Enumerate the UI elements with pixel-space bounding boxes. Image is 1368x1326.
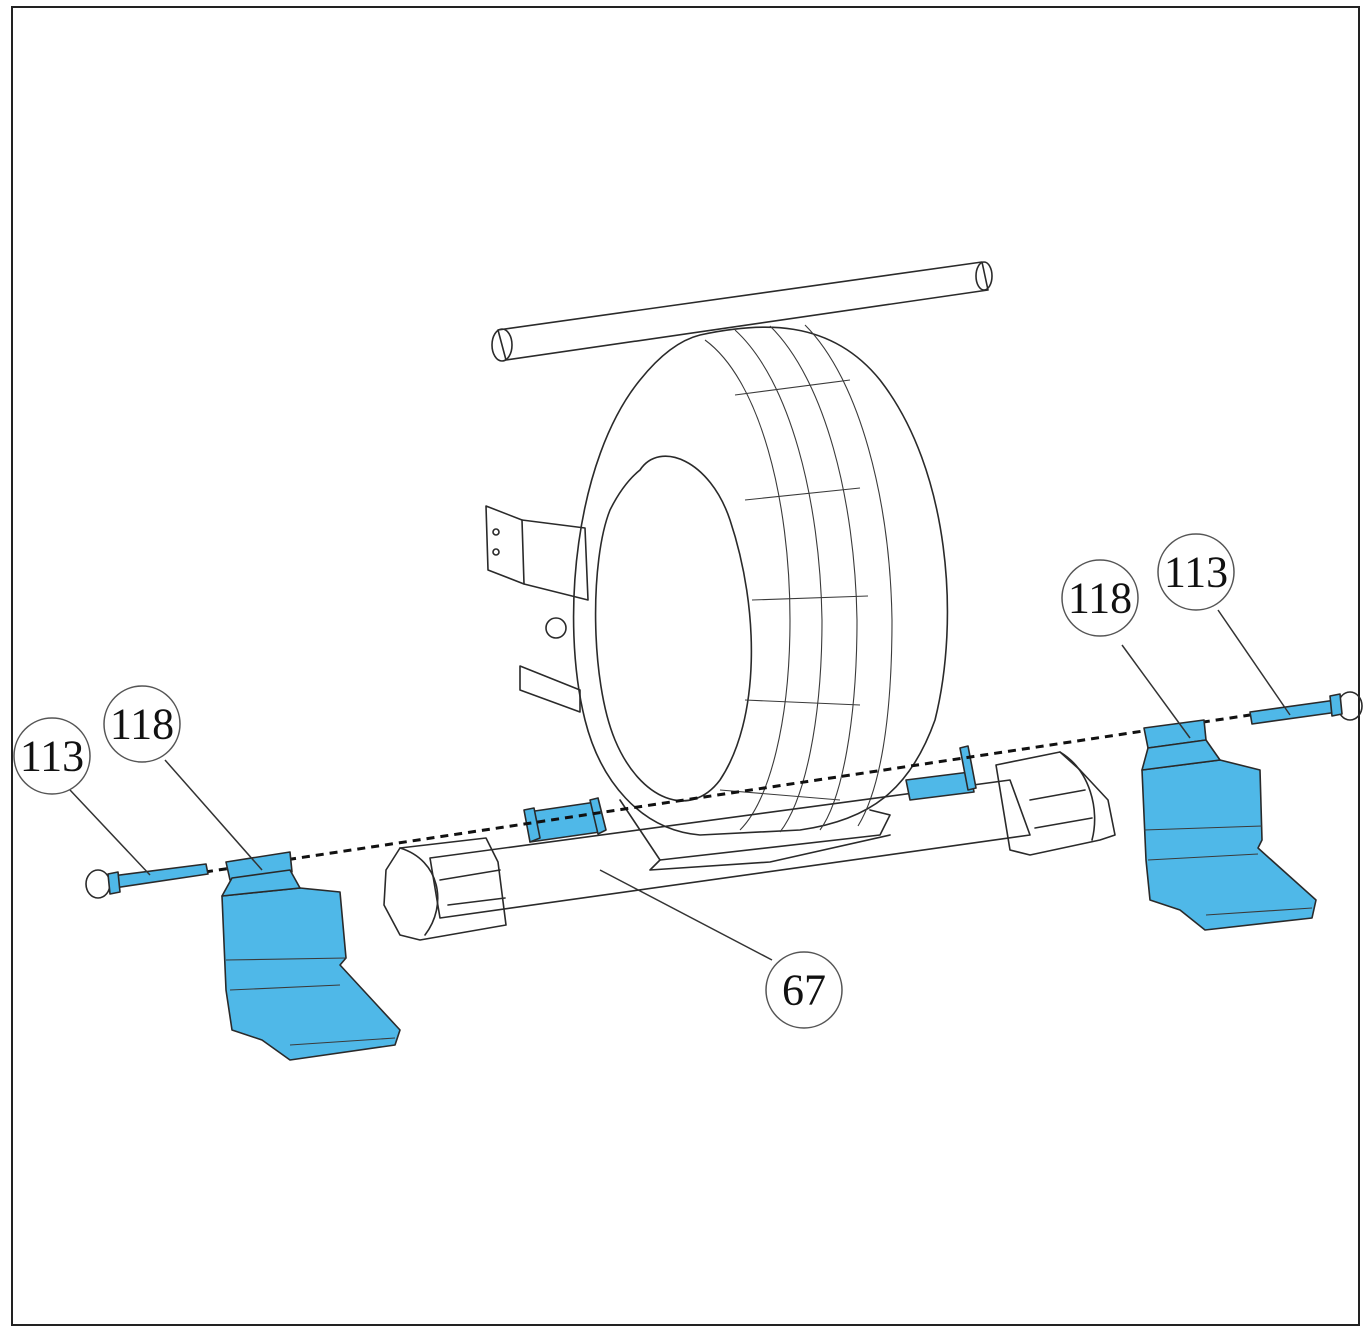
right-pin: [1249, 691, 1363, 725]
svg-text:113: 113: [1164, 548, 1228, 597]
flywheel-housing: [545, 324, 949, 871]
callout-67: 67: [765, 951, 843, 1029]
left-pin: [85, 863, 209, 899]
callout-118-right: 118: [1061, 559, 1139, 637]
callout-118-left: 118: [103, 685, 181, 763]
leader-lines: [69, 609, 1291, 961]
top-handle-tube: [491, 261, 993, 362]
svg-text:118: 118: [1068, 574, 1132, 623]
svg-text:118: 118: [110, 700, 174, 749]
right-foot-pedal: [1141, 719, 1317, 931]
callout-113-left: 113: [13, 717, 91, 795]
callout-113-right: 113: [1157, 533, 1235, 611]
svg-text:67: 67: [782, 966, 826, 1015]
left-foot-pedal: [221, 851, 401, 1061]
svg-text:113: 113: [20, 732, 84, 781]
rear-bracket: [485, 505, 589, 713]
stabilizer-tube: [383, 751, 1116, 941]
pin-axis-dashed-line: [204, 713, 1251, 874]
pedal-mount-brackets: [523, 745, 977, 843]
